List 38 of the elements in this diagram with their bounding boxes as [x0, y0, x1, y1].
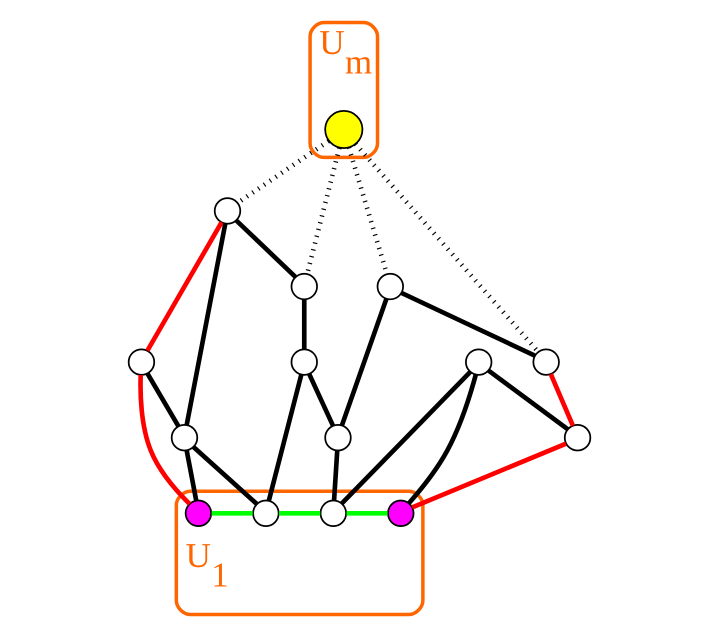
- node-circle: [128, 348, 156, 376]
- node-circle: [324, 110, 364, 149]
- node-circle: [184, 500, 212, 527]
- node-circle: [376, 272, 404, 300]
- connector: [487, 368, 570, 432]
- connector: [184, 450, 198, 501]
- node-circle: [532, 348, 560, 376]
- connector: [354, 142, 540, 354]
- node-circle: [214, 197, 242, 225]
- node-circle: [324, 424, 352, 452]
- connector: [407, 374, 478, 505]
- connector: [279, 510, 320, 516]
- node-circle: [320, 500, 347, 527]
- node-circle: [387, 500, 414, 527]
- connector: [307, 373, 336, 427]
- connector: [400, 290, 536, 358]
- connector: [304, 147, 342, 274]
- connector: [212, 510, 253, 516]
- connector: [332, 450, 340, 500]
- connector: [192, 445, 258, 506]
- connector: [346, 510, 388, 516]
- connector: [145, 221, 224, 352]
- connector: [234, 218, 298, 279]
- connector: [145, 372, 180, 428]
- connector: [302, 299, 307, 349]
- connector: [548, 373, 576, 427]
- connector: [138, 374, 192, 506]
- connector: [411, 442, 567, 510]
- node-circle: [564, 424, 592, 452]
- connector: [266, 374, 304, 502]
- node-circle: [170, 424, 198, 452]
- node-circle: [252, 500, 280, 527]
- node-circle: [465, 348, 492, 376]
- node-circle: [290, 348, 318, 376]
- node-circle: [290, 272, 318, 300]
- connector: [340, 370, 472, 506]
- connector: [184, 223, 228, 426]
- connector: [340, 298, 389, 426]
